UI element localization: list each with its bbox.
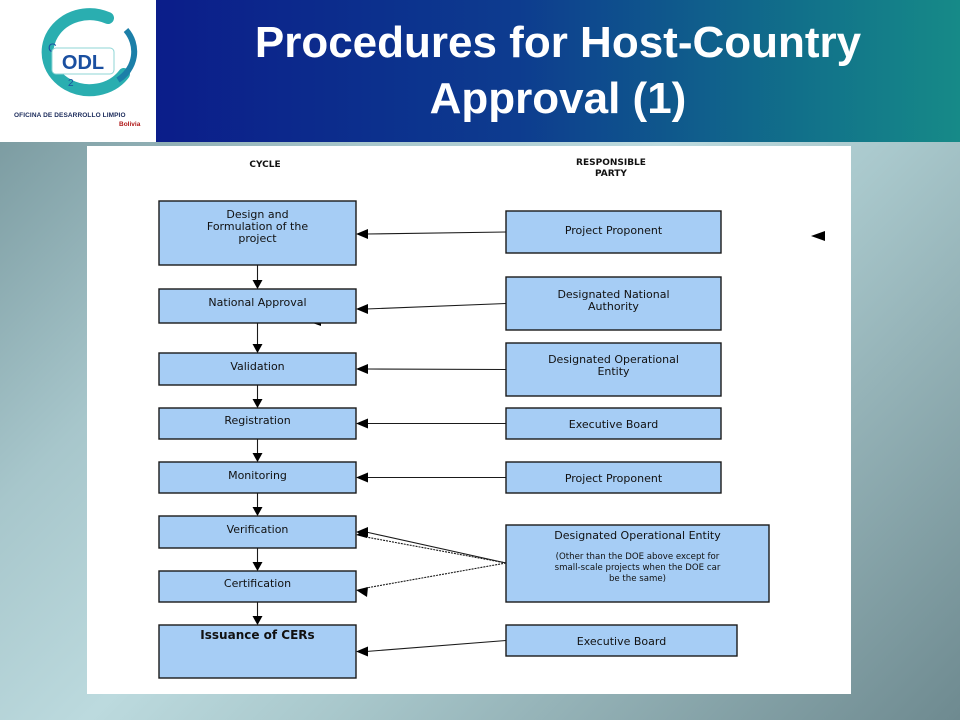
party-label: Authority — [588, 300, 639, 313]
logo-mark-box — [51, 47, 115, 75]
cycle-step-label: National Approval — [208, 296, 306, 309]
stray-arrowhead-icon — [811, 231, 825, 241]
party-note: (Other than the DOE above except for — [556, 552, 720, 562]
party-column-header-line-1: RESPONSIBLE — [576, 158, 646, 168]
responsibility-arrowhead — [356, 364, 368, 374]
responsibility-connector — [365, 302, 507, 310]
cycle-step-box — [158, 570, 357, 603]
responsibility-arrowhead — [356, 646, 368, 657]
flow-arrowhead — [252, 344, 263, 353]
logo-panel: C ODL 2 OFICINA DE DESARROLLO LIMPIO Bol… — [0, 0, 156, 142]
flow-arrowhead — [252, 616, 263, 625]
party-label: Project Proponent — [565, 224, 663, 237]
cycle-step-box — [158, 515, 357, 549]
party-note: small-scale projects when the DOE car — [555, 563, 721, 573]
party-label: Entity — [597, 365, 630, 378]
cycle-step-box — [158, 461, 357, 494]
flow-arrowhead — [252, 280, 263, 289]
cycle-step-box — [158, 624, 357, 679]
party-box — [505, 407, 722, 440]
party-label: Project Proponent — [565, 472, 663, 485]
cycle-step-label: Certification — [224, 577, 291, 590]
cycle-step-box — [158, 407, 357, 440]
party-box — [505, 524, 770, 603]
party-7: Executive Board — [505, 624, 738, 657]
party-5: Project Proponent — [505, 461, 722, 494]
doe-diagonal-connector — [365, 536, 507, 564]
party-4: Executive Board — [505, 407, 722, 440]
party-label: Executive Board — [577, 635, 666, 648]
doe-diagonal-connector — [365, 562, 507, 589]
cycle-step-5: Monitoring — [158, 461, 357, 494]
responsibility-connector — [365, 639, 507, 653]
cycle-step-6: Verification — [158, 515, 357, 549]
cycle-step-8: Issuance of CERs — [158, 624, 357, 679]
party-1: Project Proponent — [505, 210, 722, 254]
responsibility-arrowhead — [356, 229, 368, 239]
responsibility-arrowhead — [356, 304, 368, 314]
cycle-step-label: Validation — [230, 360, 284, 373]
party-box — [505, 624, 738, 657]
flow-arrowhead — [252, 453, 263, 462]
party-label: Designated Operational — [548, 353, 679, 366]
logo-mark: ODL — [62, 52, 104, 74]
doe-diagonal-arrowhead — [356, 587, 368, 597]
cycle-step-2: National Approval — [158, 288, 357, 324]
responsibility-connector — [365, 368, 507, 371]
flow-arrowhead — [252, 399, 263, 408]
responsibility-arrowhead — [356, 418, 368, 429]
party-6: Designated Operational Entity (Other than… — [505, 524, 770, 603]
logo-small-c: C — [48, 41, 57, 55]
cycle-step-label: project — [238, 232, 277, 245]
logo-country: Bolivia — [119, 121, 141, 128]
cycle-step-label: Registration — [224, 414, 290, 427]
cycle-step-box — [158, 200, 357, 266]
flow-arrowhead — [252, 562, 263, 571]
logo-caption: OFICINA DE DESARROLLO LIMPIO — [14, 112, 126, 119]
flow-arrowhead — [252, 507, 263, 516]
party-label: Designated Operational Entity — [554, 529, 721, 542]
page-title-line-1: Procedures for Host-Country — [254, 18, 862, 67]
cycle-step-label: Formulation of the — [207, 220, 308, 233]
party-box — [505, 210, 722, 254]
logo-small-2: 2 — [68, 78, 74, 89]
party-box — [505, 342, 722, 397]
logo-ring-icon — [41, 8, 130, 97]
page-title-line-2: Approval (1) — [429, 74, 687, 123]
cycle-step-3: Validation — [158, 352, 357, 386]
responsibility-arrowhead — [356, 472, 368, 483]
title-bar: Procedures for Host-Country Approval (1) — [156, 0, 960, 142]
logo-accent-icon — [116, 28, 138, 83]
responsibility-connector — [365, 231, 507, 235]
cycle-step-4: Registration — [158, 407, 357, 440]
party-box — [505, 276, 722, 331]
responsibility-connector — [365, 531, 507, 564]
party-note: be the same) — [609, 574, 666, 584]
cycle-step-label: Issuance of CERs — [200, 628, 314, 642]
cycle-step-label: Design and — [226, 208, 288, 221]
party-box — [505, 461, 722, 494]
cycle-step-box — [158, 288, 357, 324]
cycle-column-header: CYCLE — [249, 160, 280, 170]
odl-logo: C ODL 2 — [41, 8, 138, 97]
doe-diagonal-arrowhead — [356, 528, 368, 538]
party-label: Executive Board — [569, 418, 658, 431]
cycle-step-7: Certification — [158, 570, 357, 603]
cycle-step-box — [158, 352, 357, 386]
cycle-step-label: Monitoring — [228, 469, 287, 482]
cycle-step-label: Verification — [227, 523, 289, 536]
party-label: Designated National — [557, 288, 669, 301]
party-column-header-line-2: PARTY — [595, 169, 627, 179]
